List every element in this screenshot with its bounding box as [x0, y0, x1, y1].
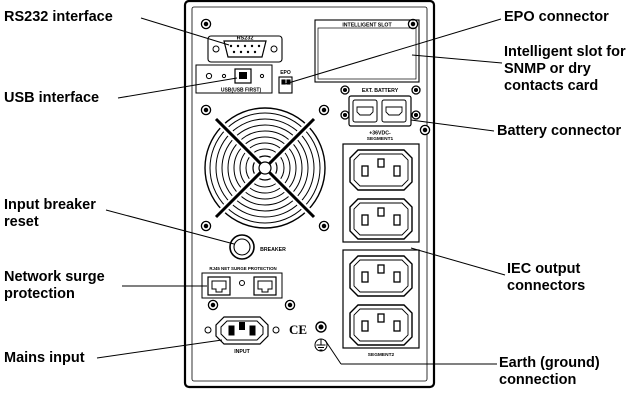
iec-outlets: [349, 149, 413, 346]
screw: [340, 110, 350, 120]
segment2-label: SEGMENT2: [368, 352, 395, 358]
breaker-button: [229, 234, 255, 260]
leader-lines: [96, 17, 506, 365]
callout-iec-output: IEC output connectors: [507, 261, 586, 294]
battery-connector: [348, 95, 412, 127]
iec-outlet: [349, 198, 413, 240]
screw: [411, 85, 421, 95]
leader-earth-tail: [324, 339, 342, 365]
screw: [200, 104, 212, 116]
screw: [411, 110, 421, 120]
breaker-label: BREAKER: [260, 247, 286, 253]
epo-connector-label: EPO: [280, 70, 291, 76]
callout-rs232: RS232 interface: [4, 9, 113, 25]
leader-rs232: [140, 17, 230, 46]
leader-battery: [410, 119, 495, 132]
callout-intelligent-slot: Intelligent slot for SNMP or dry contact…: [504, 44, 626, 94]
ground-icon: [314, 338, 328, 352]
leader-epo: [284, 18, 502, 85]
screw: [407, 18, 419, 30]
surge-protection-label: RJ45 NET SURGE PROTECTION: [209, 266, 276, 271]
screw: [284, 299, 296, 311]
leader-iec-output: [410, 247, 506, 276]
leader-usb: [117, 77, 238, 99]
rj45-surge-ports: [201, 272, 283, 299]
screw: [318, 220, 330, 232]
input-label: INPUT: [234, 349, 250, 355]
screw: [340, 85, 350, 95]
ext-battery-label: EXT. BATTERY: [362, 88, 399, 94]
rs232-port-label: RS232: [237, 36, 254, 42]
segment1-label: SEGMENT1: [367, 136, 394, 142]
rs232-port: [207, 35, 283, 63]
callout-input-breaker: Input breaker reset: [4, 197, 96, 230]
callout-earth: Earth (ground) connection: [499, 355, 600, 388]
iec-outlet: [349, 255, 413, 297]
iec-output-group-1: [342, 143, 420, 243]
usb-port: [195, 64, 273, 94]
iec-outlet: [349, 304, 413, 346]
screw: [200, 220, 212, 232]
battery-voltage-label: +36VDC-: [369, 131, 391, 137]
iec-output-group-2: [342, 249, 420, 349]
ce-mark: CE: [289, 322, 307, 337]
leader-mains-input: [96, 339, 223, 359]
screw: [419, 124, 431, 136]
screw: [207, 299, 219, 311]
callout-usb: USB interface: [4, 90, 100, 106]
usb-port-label: USB(USB FIRST): [221, 88, 262, 94]
callout-network-surge: Network surge protection: [4, 269, 105, 302]
screw: [318, 104, 330, 116]
panel-screws: [200, 18, 431, 311]
iec-outlet: [349, 149, 413, 191]
intelligent-slot-label: INTELLIGENT SLOT: [342, 23, 392, 29]
callout-epo: EPO connector: [504, 9, 609, 25]
screw: [200, 18, 212, 30]
callout-mains-input: Mains input: [4, 350, 85, 366]
leader-intelligent-slot: [411, 54, 503, 64]
intelligent-slot: [314, 19, 420, 83]
earth-terminal: [315, 321, 327, 333]
callout-battery: Battery connector: [497, 123, 622, 139]
mains-input-socket: [204, 316, 280, 345]
leader-input-breaker: [105, 209, 235, 245]
cooling-fan: [204, 107, 326, 229]
